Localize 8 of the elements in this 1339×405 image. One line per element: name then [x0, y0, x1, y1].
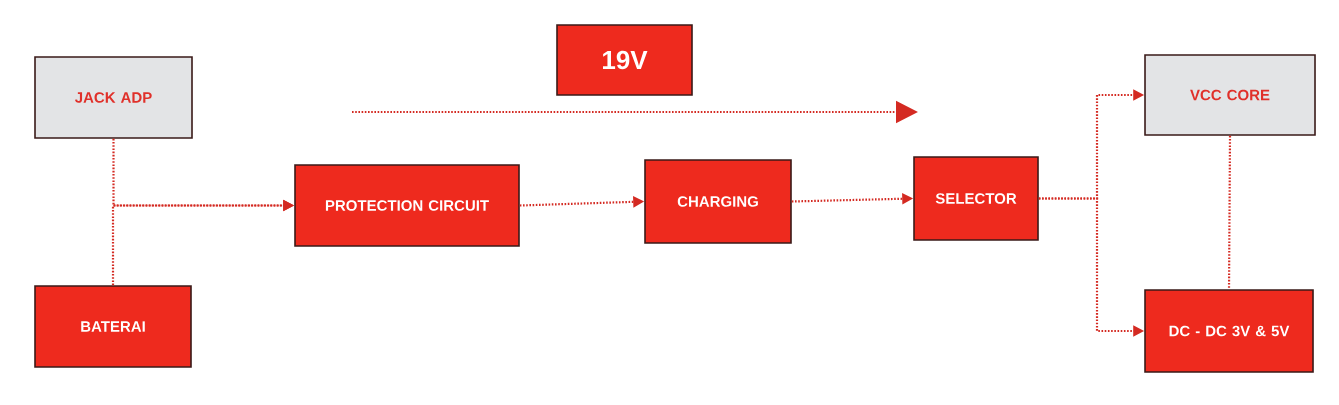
voltage-box: 19V: [556, 24, 693, 96]
block-box: CHARGING: [644, 159, 792, 244]
block-box: VCC CORE: [1144, 54, 1316, 136]
block-box: BATERAI: [34, 285, 192, 368]
block-box: SELECTOR: [913, 156, 1039, 241]
block-box: DC - DC 3V & 5V: [1144, 289, 1314, 373]
block-box: JACK ADP: [34, 56, 193, 139]
block-box: PROTECTION CIRCUIT: [294, 164, 520, 247]
